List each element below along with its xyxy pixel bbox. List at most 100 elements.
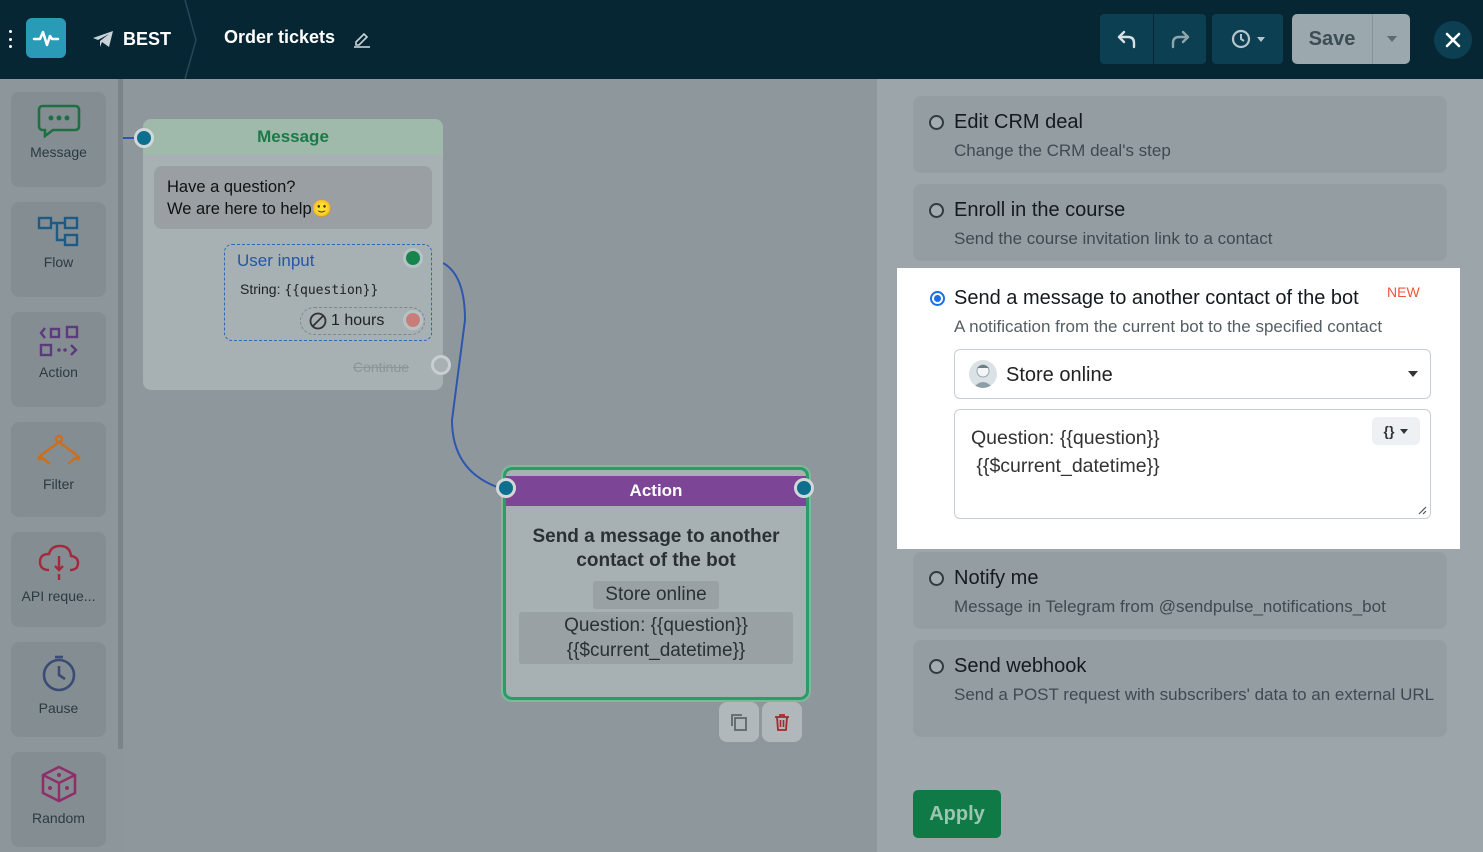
continue-port[interactable]	[431, 355, 451, 375]
history-button[interactable]	[1212, 14, 1283, 64]
option-description: Send the course invitation link to a con…	[954, 229, 1273, 248]
radio-button[interactable]	[929, 659, 944, 674]
palette-label: API reque...	[21, 588, 96, 604]
action-node-header: Action	[506, 476, 806, 506]
message-textarea-value: Question: {{question}} {{$current_dateti…	[971, 427, 1160, 477]
new-badge: NEW	[1387, 284, 1420, 300]
palette-label: Random	[32, 810, 85, 826]
timeout-port[interactable]	[403, 310, 423, 330]
insert-variable-button[interactable]: {}	[1372, 417, 1420, 445]
message-text-line: Have a question?	[167, 178, 296, 196]
radio-button[interactable]	[929, 115, 944, 130]
undo-button[interactable]	[1100, 14, 1153, 64]
message-input-port[interactable]	[134, 128, 154, 148]
action-icon	[38, 325, 78, 357]
user-input-variable: {{question}}	[284, 283, 379, 298]
palette-item-flow[interactable]: Flow	[11, 202, 106, 297]
flow-title: Order tickets	[224, 27, 336, 47]
close-icon	[1445, 32, 1461, 48]
user-input-block[interactable]: User input String: {{question}} 1 hours	[224, 244, 432, 341]
radio-button[interactable]	[929, 203, 944, 218]
timeout-text: 1 hours	[331, 312, 385, 329]
option-send-message-to-contact[interactable]: Send a message to another contact of the…	[897, 268, 1460, 549]
connections-layer	[123, 137, 498, 488]
option-description: Message in Telegram from @sendpulse_noti…	[954, 597, 1386, 616]
chevron-down-icon	[1400, 428, 1409, 434]
palette-label: Pause	[38, 700, 79, 716]
filter-icon	[37, 434, 80, 465]
menu-dots-icon[interactable]	[9, 30, 13, 48]
user-input-to-action-connection	[442, 262, 498, 488]
palette-item-message[interactable]: Message	[11, 92, 106, 187]
save-options-button[interactable]	[1372, 14, 1410, 64]
action-node-message: Question: {{question}} {{$current_dateti…	[519, 612, 793, 664]
telegram-icon	[92, 30, 114, 53]
app-logo-icon[interactable]	[26, 18, 66, 58]
user-input-port[interactable]	[403, 248, 423, 268]
palette-label: Filter	[42, 476, 75, 492]
message-text-line: We are here to help	[167, 200, 312, 218]
braces-icon: {}	[1383, 423, 1395, 439]
smile-emoji-icon: 🙂	[311, 200, 333, 218]
action-node-contact: Store online	[593, 581, 719, 609]
bot-name[interactable]: BEST	[123, 29, 172, 49]
message-textarea[interactable]: Question: {{question}} {{$current_dateti…	[954, 409, 1431, 519]
clock-icon	[42, 655, 75, 692]
option-title: Send a message to another contact of the…	[954, 287, 1359, 309]
palette-item-random[interactable]: Random	[11, 752, 106, 847]
copy-icon	[731, 714, 747, 731]
option-title: Send webhook	[954, 655, 1087, 677]
option-enroll-course[interactable]: Enroll in the course Send the course inv…	[913, 184, 1447, 261]
radio-button-selected[interactable]	[930, 291, 945, 306]
save-button[interactable]: Save	[1292, 14, 1372, 64]
palette-label: Message	[30, 144, 87, 160]
redo-icon	[1171, 30, 1190, 49]
resize-handle-icon[interactable]	[1417, 505, 1427, 515]
option-description: Send a POST request with subscribers' da…	[954, 685, 1435, 704]
trash-icon	[775, 714, 789, 731]
delete-node-button[interactable]	[762, 702, 802, 742]
radio-button[interactable]	[929, 571, 944, 586]
option-notify-me[interactable]: Notify me Message in Telegram from @send…	[913, 552, 1447, 629]
palette-item-pause[interactable]: Pause	[11, 642, 106, 737]
no-entry-icon	[309, 312, 327, 330]
timeout-badge: 1 hours	[300, 307, 425, 335]
message-icon	[37, 104, 80, 138]
apply-button[interactable]: Apply	[913, 790, 1001, 838]
contact-select-value: Store online	[1006, 364, 1113, 386]
action-output-port[interactable]	[794, 478, 814, 498]
palette-item-filter[interactable]: Filter	[11, 422, 106, 517]
message-node[interactable]: Message Have a question? We are here to …	[143, 119, 443, 390]
api-request-icon	[38, 544, 79, 580]
chevron-down-icon	[1386, 36, 1397, 42]
redo-button[interactable]	[1154, 14, 1206, 64]
palette-item-action[interactable]: Action	[11, 312, 106, 407]
edit-pencil-icon[interactable]	[352, 28, 372, 53]
contact-select[interactable]: Store online	[954, 349, 1431, 399]
message-node-header: Message	[143, 119, 443, 155]
top-bar: BEST Order tickets Save	[0, 0, 1483, 79]
dice-icon	[41, 765, 76, 803]
chevron-down-icon	[1408, 371, 1418, 377]
flow-icon	[37, 216, 78, 247]
option-edit-crm-deal[interactable]: Edit CRM deal Change the CRM deal's step	[913, 96, 1447, 173]
message-bubble: Have a question? We are here to help🙂	[154, 166, 432, 229]
continue-label: Continue	[353, 359, 410, 375]
option-title: Edit CRM deal	[954, 111, 1083, 133]
undo-icon	[1117, 30, 1135, 49]
contact-avatar	[969, 360, 997, 388]
action-node[interactable]: Action Send a message to another contact…	[503, 467, 809, 700]
palette-scrollbar[interactable]	[118, 79, 123, 749]
palette-label: Flow	[43, 254, 74, 270]
option-title: Enroll in the course	[954, 199, 1126, 221]
history-icon	[1231, 29, 1265, 49]
palette-label: Action	[39, 364, 78, 380]
close-button[interactable]	[1434, 21, 1472, 59]
option-send-webhook[interactable]: Send webhook Send a POST request with su…	[913, 640, 1447, 737]
action-node-title: Send a message to another contact of the…	[532, 526, 780, 571]
duplicate-node-button[interactable]	[719, 702, 759, 742]
action-input-port[interactable]	[496, 478, 516, 498]
user-input-title: User input	[237, 251, 315, 270]
user-input-type: String: {{question}}	[240, 281, 379, 298]
palette-item-api-request[interactable]: API reque...	[11, 532, 106, 627]
